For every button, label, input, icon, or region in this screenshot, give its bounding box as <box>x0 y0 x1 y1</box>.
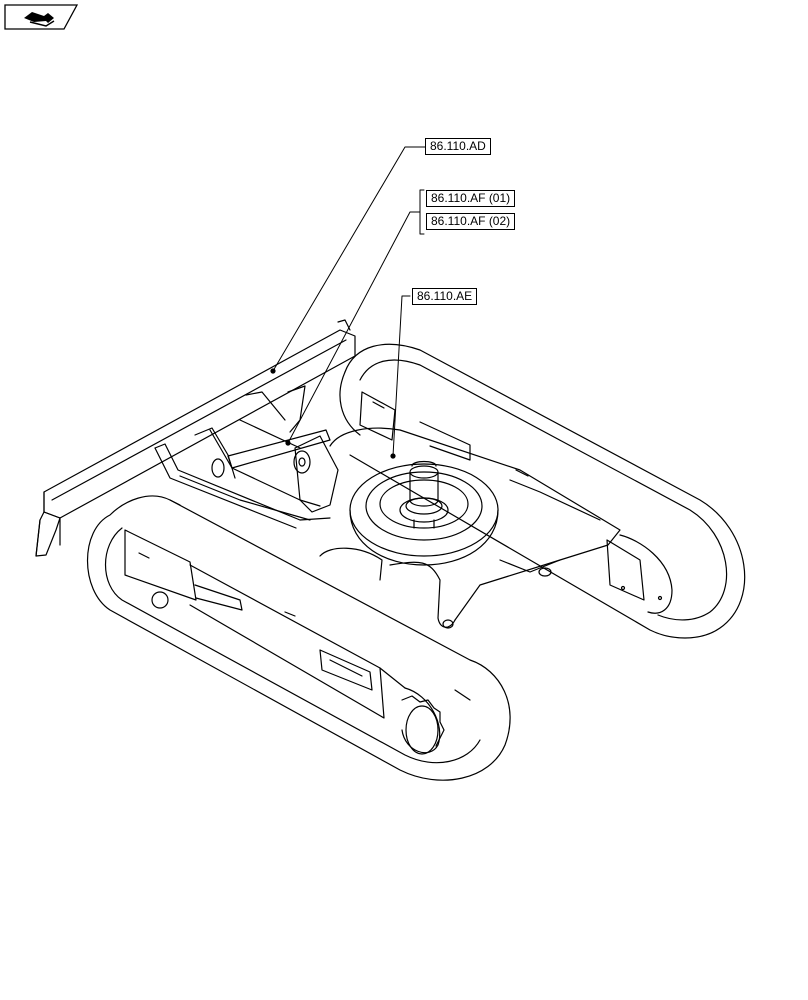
right-track <box>339 343 746 639</box>
blade-arms <box>154 385 339 529</box>
slewing-ring <box>349 453 499 566</box>
callout-86-110-ad[interactable]: 86.110.AD <box>425 138 491 155</box>
nav-back-button[interactable] <box>4 4 78 30</box>
callout-86-110-ae[interactable]: 86.110.AE <box>412 288 478 305</box>
callout-86-110-af-02[interactable]: 86.110.AF (02) <box>426 213 516 230</box>
callout-86-110-af-01[interactable]: 86.110.AF (01) <box>426 190 516 207</box>
left-track <box>86 495 511 781</box>
center-frame <box>319 427 621 629</box>
leader-lines <box>272 146 426 457</box>
book-page-arrow-icon <box>4 4 78 30</box>
dozer-blade <box>35 319 356 557</box>
